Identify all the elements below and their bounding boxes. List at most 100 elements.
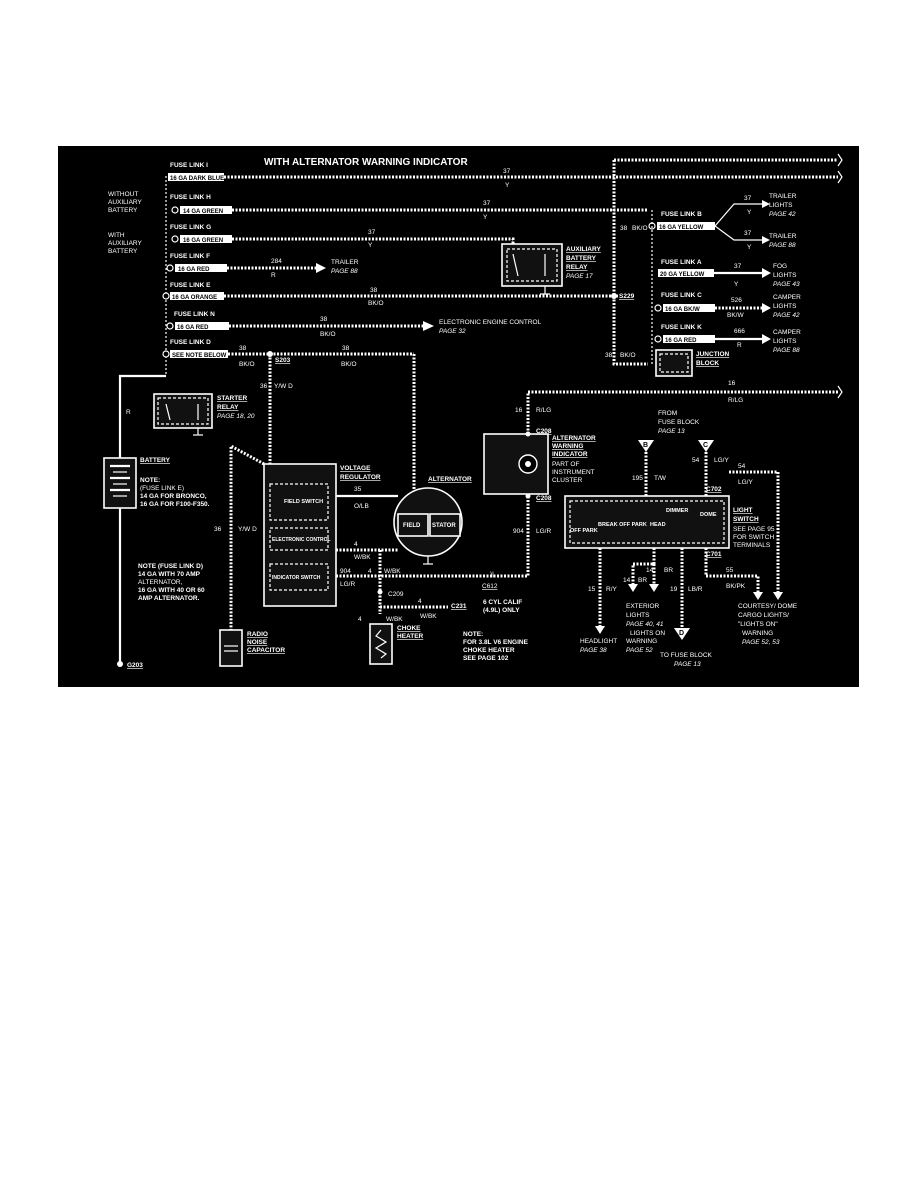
destination-label: LIGHTS bbox=[773, 338, 797, 345]
alternator: FIELD STATOR ALTERNATOR bbox=[393, 476, 472, 565]
note-line: SEE PAGE 102 bbox=[463, 655, 509, 662]
component-page: PAGE 17 bbox=[566, 273, 593, 280]
wire bbox=[631, 548, 656, 586]
connector-letter: D bbox=[679, 630, 684, 637]
relay-coil bbox=[157, 397, 209, 425]
fuse-link-label: FUSE LINK C bbox=[661, 292, 702, 299]
regulator-part-label: FIELD SWITCH bbox=[284, 499, 323, 505]
component-label: SWITCH bbox=[733, 516, 759, 523]
fuse-link-label: FUSE LINK K bbox=[661, 324, 702, 331]
wire-color: LG/R bbox=[340, 581, 355, 588]
destination-label: CARGO LIGHTS/ bbox=[738, 612, 789, 619]
wire-color-r: R bbox=[126, 409, 131, 416]
alternator-part-label: STATOR bbox=[432, 523, 456, 529]
wire-number: 904 bbox=[513, 528, 524, 535]
side-note-with-aux: WITH AUXILIARY BATTERY bbox=[108, 232, 143, 255]
destination-label: TRAILER bbox=[331, 259, 359, 266]
splice-label: S229 bbox=[619, 293, 635, 300]
choke-heater: CHOKE HEATER bbox=[369, 623, 424, 665]
starter-relay: STARTER RELAY PAGE 18, 20 bbox=[153, 393, 255, 436]
arrow-right-icon bbox=[762, 200, 770, 208]
component-page: PAGE 18, 20 bbox=[217, 413, 255, 420]
wire-color: Y bbox=[368, 242, 373, 249]
destination-label: FOG bbox=[773, 263, 787, 270]
fuse-link-element bbox=[170, 292, 224, 300]
connector-label: C612 bbox=[482, 583, 498, 590]
fuse-link-element bbox=[657, 222, 715, 230]
wire-number: 37 bbox=[744, 230, 752, 237]
note-line: 14 GA WITH 70 AMP bbox=[138, 571, 201, 578]
destination-page: PAGE 42 bbox=[773, 312, 800, 319]
destination-label: WARNING bbox=[626, 638, 657, 645]
connector-label: C208 bbox=[536, 428, 552, 435]
switch-position-label: DIMMER bbox=[666, 508, 688, 514]
destination-page: PAGE 43 bbox=[773, 281, 800, 288]
wire-number: 666 bbox=[734, 328, 745, 335]
fuse-link-gauge: 14 GA GREEN bbox=[183, 209, 223, 215]
terminal bbox=[162, 350, 170, 358]
wire-color: BR bbox=[664, 567, 673, 574]
wire-number: 526 bbox=[731, 297, 742, 304]
fuse-link-element bbox=[180, 235, 232, 243]
wire-number: 4 bbox=[368, 568, 372, 575]
wire-number: 14 bbox=[646, 567, 654, 574]
arrow-right-icon bbox=[762, 303, 771, 313]
component-label: BATTERY bbox=[140, 457, 171, 464]
destination-label: TO FUSE BLOCK bbox=[660, 652, 713, 659]
wire-color: BK/W bbox=[727, 312, 744, 319]
note-line: FOR 3.8L V6 ENGINE bbox=[463, 639, 529, 646]
fuse-link-label: FUSE LINK F bbox=[170, 253, 210, 260]
regulator-indicator-switch bbox=[269, 563, 329, 591]
fuse-link-k: FUSE LINK K 16 GA RED 666 R CAMPER LIGHT… bbox=[654, 324, 801, 354]
from-fuse-block: FROM bbox=[658, 410, 677, 417]
note-line: NOTE: bbox=[140, 477, 160, 484]
alternator-warning-indicator: C208 C208 ALTERNATOR WARNING INDICATOR P… bbox=[483, 428, 596, 502]
wire-color: T/W bbox=[654, 475, 667, 482]
wire-color: BR bbox=[638, 577, 647, 584]
fuse-link-f: FUSE LINK F 16 GA RED 284 R TRAILER PAGE… bbox=[166, 253, 359, 279]
connector-d-icon bbox=[674, 628, 690, 640]
destination-label: LIGHTS bbox=[773, 272, 797, 279]
wire-color: BK/PK bbox=[726, 583, 746, 590]
wiring-diagram-svg: WITH ALTERNATOR WARNING INDICATOR WITHOU… bbox=[103, 153, 843, 669]
terminal bbox=[654, 304, 662, 312]
destination-label: TRAILER bbox=[769, 193, 797, 200]
arrow-right-icon bbox=[762, 236, 770, 244]
terminal bbox=[166, 322, 174, 330]
destination-label: WARNING bbox=[742, 630, 773, 637]
side-note-line: WITH bbox=[108, 232, 125, 239]
wire-number: 16 bbox=[515, 407, 523, 414]
wire-number: 38 bbox=[342, 345, 350, 352]
fuse-link-label: FUSE LINK N bbox=[174, 311, 215, 318]
alternator-stator bbox=[429, 513, 461, 537]
wire-color: LG/Y bbox=[714, 457, 729, 464]
fuse-link-label: FUSE LINK A bbox=[661, 259, 702, 266]
switch-position-label: OFF PARK bbox=[570, 528, 598, 534]
connector-label: C208 bbox=[536, 495, 552, 502]
wire bbox=[118, 374, 166, 458]
wire-color: W/BK bbox=[384, 568, 401, 575]
diagram-title: WITH ALTERNATOR WARNING INDICATOR bbox=[264, 157, 468, 168]
arrow-down-icon bbox=[595, 626, 605, 634]
fuse-link-label: FUSE LINK G bbox=[170, 224, 211, 231]
relay-contact bbox=[512, 253, 519, 277]
arrow-down-icon bbox=[628, 584, 638, 592]
fuse-link-label: FUSE LINK E bbox=[170, 282, 211, 289]
destination-page: PAGE 38 bbox=[580, 647, 607, 654]
destination-label: LIGHTS bbox=[773, 303, 797, 310]
wire-color: BK/O bbox=[632, 225, 648, 232]
connector-c208 bbox=[525, 431, 531, 437]
wire-color: R/Y bbox=[606, 586, 618, 593]
arrow-right-icon bbox=[762, 268, 771, 278]
wire-color: BK/O bbox=[239, 361, 255, 368]
wire-color: LG/Y bbox=[738, 479, 753, 486]
wiring-diagram: WITH ALTERNATOR WARNING INDICATOR WITHOU… bbox=[58, 146, 859, 687]
terminal bbox=[166, 264, 174, 272]
light-switch: OFF PARK BREAK OFF PARK HEAD DIMMER DOME… bbox=[564, 486, 775, 558]
destination-page: PAGE 52, 53 bbox=[742, 639, 780, 646]
wire-color: W/BK bbox=[420, 613, 437, 620]
destination-page: PAGE 42 bbox=[769, 211, 796, 218]
destination-page: PAGE 32 bbox=[439, 328, 466, 335]
auxiliary-battery-relay: AUXILIARY BATTERY RELAY PAGE 17 bbox=[501, 243, 601, 295]
wire-break-icon bbox=[837, 170, 843, 184]
